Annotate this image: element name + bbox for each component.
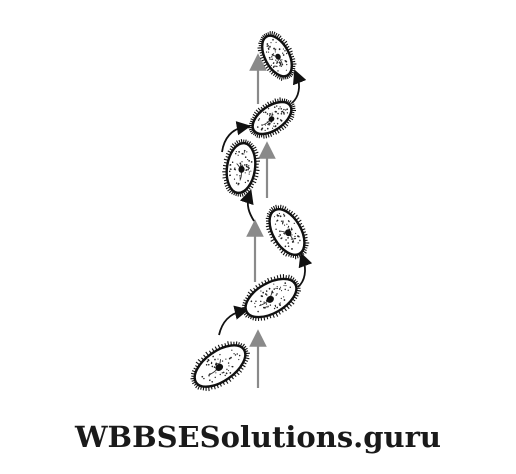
rotation-arrow-1 xyxy=(218,305,250,336)
watermark-text: WBBSESolutions.guru xyxy=(74,420,441,454)
nucleus xyxy=(275,53,281,60)
paramecium-stage-4 xyxy=(222,139,261,197)
paramecium-stage-6 xyxy=(257,31,297,81)
rotation-arrow-5 xyxy=(291,69,307,104)
nucleus xyxy=(268,116,275,122)
rotation-arrow-4 xyxy=(221,121,252,153)
nucleus xyxy=(285,229,292,237)
paramecium-stage-3 xyxy=(265,204,310,260)
cytoplasm-stipple xyxy=(228,149,253,186)
paramecium-stage-1 xyxy=(190,341,250,392)
forward-direction-arrows xyxy=(246,53,276,388)
rotation-arrow-3 xyxy=(239,189,255,222)
paramecium-stage-2 xyxy=(241,274,302,322)
cytoplasm-stipple xyxy=(201,349,241,383)
cytoplasm-stipple xyxy=(273,212,301,250)
paramecium-stage-5 xyxy=(248,97,297,139)
nucleus xyxy=(215,363,224,372)
cytoplasm-stipple xyxy=(265,38,288,72)
nucleus xyxy=(266,295,274,303)
rotation-arrow-2 xyxy=(297,252,313,288)
cytoplasm-stipple xyxy=(256,105,289,132)
nucleus xyxy=(238,165,245,173)
